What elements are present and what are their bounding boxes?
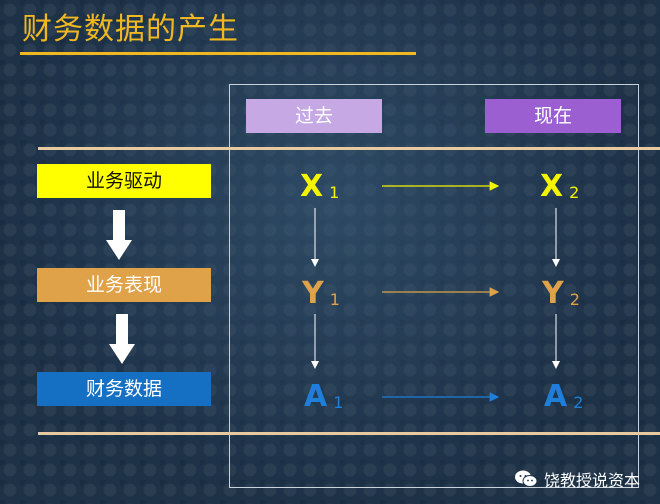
header-past: 过去 [246, 99, 382, 133]
box-business-performance: 业务表现 [37, 268, 211, 302]
box-financial-data: 财务数据 [37, 372, 211, 406]
arrow-drive-to-performance [106, 210, 132, 260]
wechat-icon [514, 470, 538, 487]
var-x1-letter: X [300, 169, 324, 204]
var-y1-letter: Y [302, 276, 324, 311]
var-y1-sub: 1 [329, 290, 340, 309]
watermark: 饶教授说资本 [514, 467, 640, 491]
var-x2-letter: X [540, 169, 564, 204]
var-a2-sub: 2 [573, 393, 584, 412]
var-y2-sub: 2 [569, 290, 580, 309]
var-x2-sub: 2 [569, 183, 580, 202]
bottom-divider [38, 432, 660, 435]
arrow-performance-to-finance [109, 314, 135, 364]
time-frame-border [229, 84, 639, 488]
page-title: 财务数据的产生 [22, 12, 239, 47]
var-x1-sub: 1 [329, 183, 340, 202]
var-y2-letter: Y [542, 276, 564, 311]
box-business-drive: 业务驱动 [37, 164, 211, 198]
header-now: 现在 [485, 99, 621, 133]
var-a1-sub: 1 [333, 393, 344, 412]
title-underline [20, 52, 416, 55]
var-a1-letter: A [304, 379, 328, 414]
top-divider [38, 147, 660, 150]
watermark-text: 饶教授说资本 [543, 471, 640, 490]
var-a2-letter: A [544, 379, 568, 414]
